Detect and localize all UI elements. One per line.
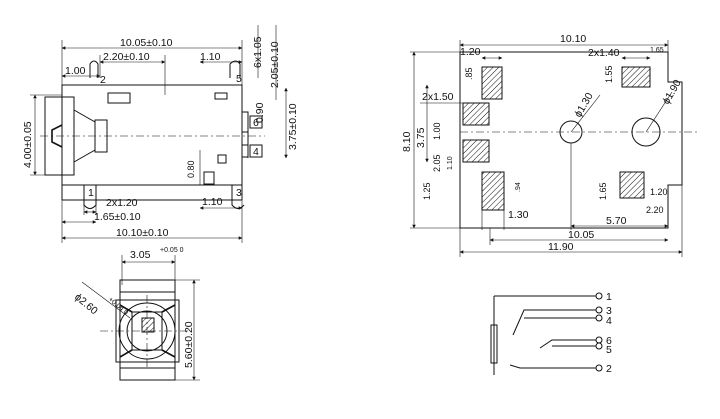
schematic-pin-label: 3 <box>606 305 612 317</box>
dim-fp-pad-left: 1.20 <box>460 46 481 58</box>
dim-fp-11-90: 11.90 <box>548 241 574 253</box>
dim-fp-1-65: 1.65 <box>598 182 608 200</box>
dim-fp-5-70: 5.70 <box>606 215 627 227</box>
dim-bottom-gap: 1.10 <box>202 196 223 208</box>
dim-hole-dia: ϕ2.60 <box>72 291 100 317</box>
dim-fp-hole-big: ϕ1.90 <box>660 78 684 107</box>
dim-fp-pad-pair-left: 2x1.50 <box>422 91 454 103</box>
dim-fp-10-05: 10.05 <box>568 229 594 241</box>
dim-fp-pad-h-top-left: .85 <box>464 67 474 80</box>
dim-front-width-tol: +0.05 0 <box>160 247 184 254</box>
dim-fp-1-10: 1.10 <box>447 156 454 170</box>
dim-fp-1-00: 1.00 <box>432 122 442 140</box>
dim-pin-pitch: 3.75±0.10 <box>287 103 299 150</box>
pin-label: 6 <box>253 117 259 129</box>
dim-pin1-offset: 1.65±0.10 <box>94 211 141 223</box>
dim-fp-total-height: 8.10 <box>401 131 413 152</box>
schematic-pin-label: 1 <box>606 291 612 303</box>
dim-fp-2-05: 2.05 <box>432 154 442 172</box>
dim-small-gap: 0.90 <box>254 102 266 123</box>
dim-base-length: 10.10±0.10 <box>116 227 169 239</box>
side-view: 10.05±0.10 2.20±0.10 1.00 1.10 6x1.05 2.… <box>22 25 299 243</box>
dim-hole-tol: +0.04 0 <box>107 296 130 317</box>
pcb-footprint: 10.10 1.20 2x1.40 1.65 .85 1.55 2x1.50 .… <box>401 33 700 257</box>
dim-pin-span: 2.05±0.10 <box>269 41 281 88</box>
pin-label: 3 <box>236 187 242 199</box>
schematic-pin-label: 4 <box>606 315 612 327</box>
dim-fp-1-20: 1.20 <box>650 187 668 197</box>
pin-label: 2 <box>100 74 106 86</box>
schematic-pin-label: 2 <box>606 363 612 375</box>
dim-right-gap: 1.10 <box>200 51 221 63</box>
schematic-pin-label: 5 <box>606 344 612 356</box>
dim-front-width: 3.05 <box>130 249 151 261</box>
dim-pin-width-bottom: 2x1.20 <box>106 197 138 209</box>
pin-label: 5 <box>236 73 242 85</box>
schematic-pin-label: 6 <box>606 335 612 347</box>
pin-label: 1 <box>88 187 94 199</box>
dim-fp-pad-h-94: .94 <box>515 182 522 192</box>
front-view: 3.05 +0.05 0 ϕ2.60 +0.04 0 5.60±0.20 <box>72 247 200 381</box>
dim-fp-pad-pair: 2x1.40 <box>588 47 620 59</box>
dim-fp-pad-h-top-right: 1.55 <box>604 65 614 83</box>
dim-overall-length: 10.05±0.10 <box>120 37 173 49</box>
pin-label: 4 <box>253 146 259 158</box>
dim-fp-3-75: 3.75 <box>415 127 427 148</box>
dim-fp-small-top: 1.65 <box>650 47 664 54</box>
dim-fp-1-25: 1.25 <box>422 182 432 200</box>
dim-fp-pad-w-1-30: 1.30 <box>508 209 529 221</box>
dim-pin-offset: 2.20±0.10 <box>103 51 150 63</box>
dim-fp-2-20: 2.20 <box>646 205 664 215</box>
dim-left-step: 1.00 <box>65 65 86 77</box>
schematic: 1 3 4 6 5 2 <box>490 291 612 375</box>
dim-pin-width-top: 6x1.05 <box>252 36 264 68</box>
dim-body-height: 4.00±0.05 <box>22 121 34 168</box>
dim-front-height: 5.60±0.20 <box>183 321 195 368</box>
dim-fp-total-width: 10.10 <box>560 33 586 45</box>
dim-inner-height: 0.80 <box>186 160 196 178</box>
